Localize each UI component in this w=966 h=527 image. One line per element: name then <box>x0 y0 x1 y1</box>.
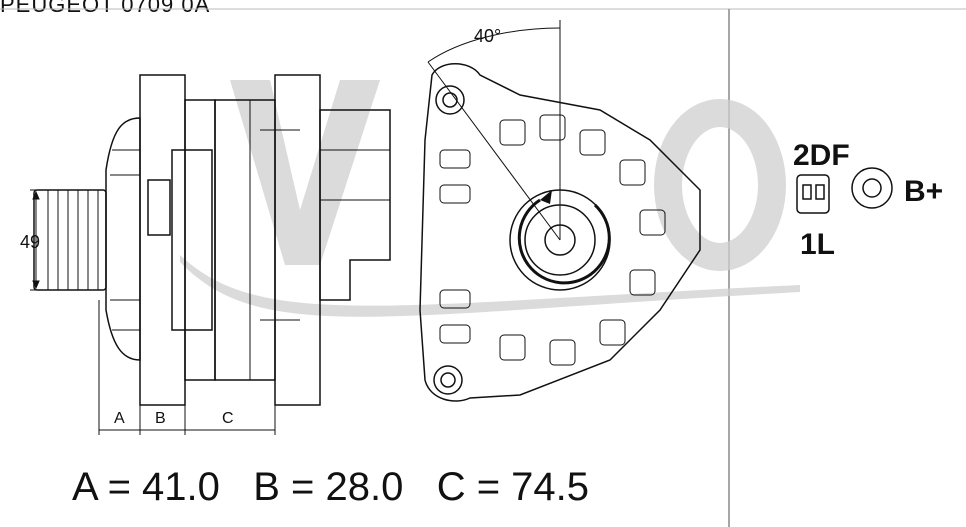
terminal-bplus-label: B+ <box>904 175 943 208</box>
rotation-arrow <box>517 198 611 285</box>
angle-indicator <box>427 20 561 241</box>
bplus-terminal-icon <box>851 167 893 209</box>
pulley-grooves <box>47 190 99 290</box>
segment-b-label: B <box>155 410 166 427</box>
terminal-2df-label: 2DF <box>793 139 850 172</box>
abc-dimension-line <box>98 300 276 435</box>
rear-outline <box>419 63 701 402</box>
measurements-text: A = 41.0 B = 28.0 C = 74.5 <box>72 465 589 509</box>
alternator-side-view <box>33 74 391 406</box>
bottom-mount <box>433 365 463 395</box>
pulley-dimension <box>30 189 46 291</box>
top-mount <box>435 85 465 115</box>
stator <box>184 99 216 381</box>
alternator-rear-view <box>419 63 701 402</box>
segment-a-label: A <box>114 410 125 427</box>
pulley-dimension-label: 49 <box>20 232 40 252</box>
shaft-nut <box>147 179 171 236</box>
stator-inner <box>171 149 213 331</box>
front-housing <box>139 74 186 406</box>
connector-plug-icon <box>796 174 830 214</box>
terminal-1l-label: 1L <box>800 228 835 261</box>
segment-c-label: C <box>222 410 234 427</box>
valeo-watermark <box>180 80 800 317</box>
angle-label: 40° <box>474 26 501 46</box>
pulley <box>33 189 107 291</box>
fan <box>105 117 141 361</box>
regulator-body <box>319 109 391 301</box>
